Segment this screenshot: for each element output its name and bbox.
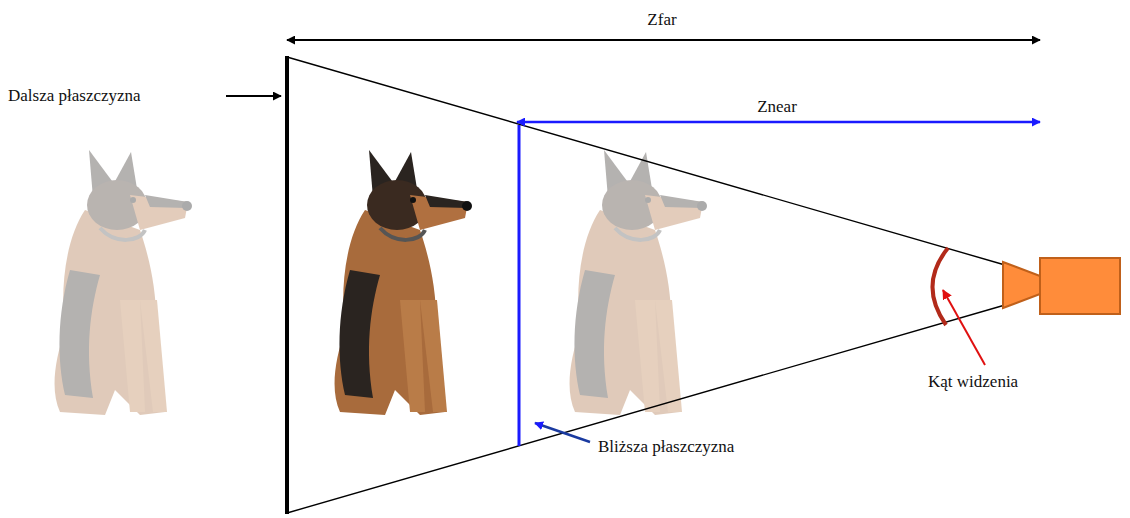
znear-dimension xyxy=(517,121,1040,124)
dog-clipped xyxy=(570,150,707,415)
znear-label: Znear xyxy=(755,97,799,117)
zfar-label: Zfar xyxy=(645,10,678,30)
view-angle-arc xyxy=(932,248,948,325)
near-plane-label: Bliższa płaszczyzna xyxy=(596,437,736,457)
far-plane-label: Dalsza płaszczyzna xyxy=(6,86,143,106)
dog-visible xyxy=(335,150,472,415)
frustum-edge xyxy=(287,57,1005,513)
zfar-dimension xyxy=(287,39,1040,41)
leader-line xyxy=(535,423,590,442)
far-plane xyxy=(285,56,289,514)
camera-body xyxy=(1040,258,1120,314)
leader-line xyxy=(226,95,281,97)
dog-outside xyxy=(55,150,192,415)
camera-lens xyxy=(1003,262,1040,308)
leader-line xyxy=(943,290,985,365)
view-angle-label: Kąt widzenia xyxy=(926,372,1020,392)
near-plane xyxy=(518,125,521,446)
